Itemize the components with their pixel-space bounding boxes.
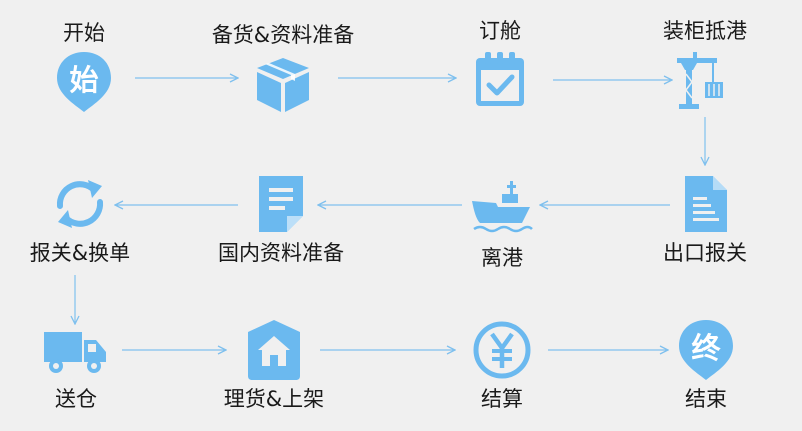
folded-document-icon [259, 176, 303, 232]
step-label: 结束 [685, 387, 727, 411]
calendar-check-icon [476, 52, 524, 106]
step-tally-shelve: 理货&上架 [194, 318, 354, 412]
document-icon [685, 176, 727, 232]
truck-icon [44, 332, 106, 373]
step-load-arrive-port: 装柜抵港 [625, 18, 785, 112]
step-label: 报关&换单 [29, 241, 131, 265]
step-booking: 订舱 [420, 18, 580, 112]
step-label: 理货&上架 [223, 387, 325, 411]
step-label: 结算 [481, 387, 523, 411]
step-clearance-exchange: 报关&换单 [0, 172, 160, 266]
step-label: 出口报关 [663, 241, 747, 265]
step-start: 开始 始 [4, 20, 164, 114]
step-end: 终 结束 [626, 318, 786, 412]
port-crane-icon [677, 52, 723, 109]
step-departure: 离港 [422, 177, 582, 271]
yuan-coin-icon [473, 321, 531, 379]
refresh-cycle-icon [56, 180, 104, 228]
step-domestic-documents: 国内资料准备 [201, 172, 361, 266]
ship-icon [472, 181, 533, 233]
step-deliver-warehouse: 送仓 [0, 318, 156, 412]
step-label: 订舱 [479, 19, 521, 43]
step-export-customs: 出口报关 [625, 172, 785, 266]
pin-glyph: 始 [69, 63, 98, 97]
end-pin-icon: 终 [679, 320, 733, 380]
step-label: 离港 [481, 246, 523, 270]
step-label: 装柜抵港 [663, 19, 747, 43]
start-pin-icon: 始 [57, 52, 111, 112]
package-box-icon [257, 58, 309, 112]
step-label: 备货&资料准备 [211, 23, 355, 47]
pin-glyph: 终 [691, 331, 721, 365]
step-label: 国内资料准备 [218, 241, 344, 265]
warehouse-icon [248, 320, 300, 380]
step-label: 开始 [63, 21, 105, 45]
step-prepare-goods: 备货&资料准备 [203, 22, 363, 116]
step-settlement: 结算 [422, 318, 582, 412]
step-label: 送仓 [55, 387, 97, 411]
